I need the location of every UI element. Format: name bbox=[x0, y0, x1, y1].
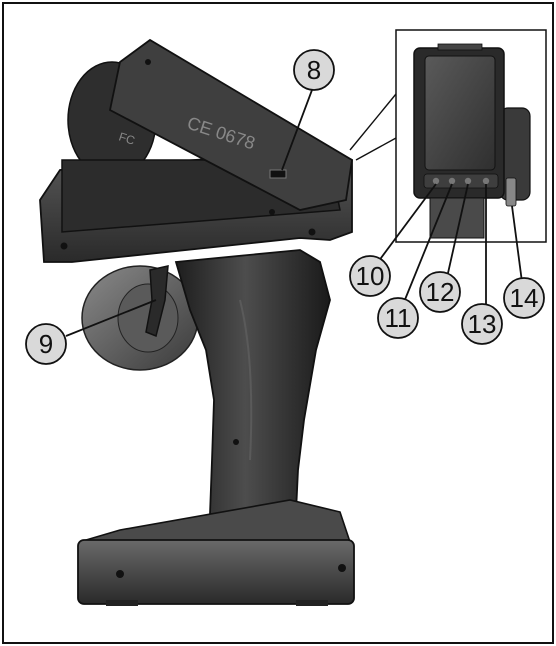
callout-label: 8 bbox=[307, 55, 321, 85]
grip-texture bbox=[239, 299, 253, 461]
callout-label: 14 bbox=[510, 283, 539, 313]
callout-13: 13 bbox=[461, 303, 503, 345]
key-button-10 bbox=[432, 177, 440, 185]
leader-10 bbox=[377, 183, 437, 263]
pistol-grip bbox=[174, 249, 331, 515]
side-switch-14 bbox=[505, 177, 517, 207]
base-screw bbox=[116, 570, 124, 578]
lid-screw bbox=[145, 59, 151, 65]
usb-port bbox=[269, 169, 287, 179]
button-row bbox=[423, 173, 499, 189]
base-foot bbox=[106, 600, 138, 606]
lcd-screen bbox=[424, 55, 496, 171]
lid-screw bbox=[269, 209, 275, 215]
base-block bbox=[77, 539, 355, 605]
leader-14 bbox=[511, 205, 523, 283]
callout-11: 11 bbox=[377, 297, 419, 339]
leader-lines bbox=[65, 89, 523, 337]
grip-screw bbox=[233, 439, 239, 445]
key-button-13 bbox=[482, 177, 490, 185]
callout-label: 10 bbox=[356, 261, 385, 291]
inset-connector bbox=[349, 93, 397, 151]
inset-top-tab bbox=[437, 43, 483, 51]
throttle-trigger bbox=[145, 265, 169, 338]
fc-marking: FC bbox=[117, 130, 137, 148]
callout-10: 10 bbox=[349, 255, 391, 297]
key-button-11 bbox=[448, 177, 456, 185]
callout-14: 14 bbox=[503, 277, 545, 319]
leader-8 bbox=[281, 89, 313, 171]
housing-screw bbox=[60, 242, 68, 250]
callout-label: 9 bbox=[39, 329, 53, 359]
base-foot bbox=[296, 600, 328, 606]
display-inset bbox=[349, 29, 547, 243]
callout-label: 13 bbox=[468, 309, 497, 339]
inset-connector bbox=[355, 137, 397, 161]
callout-label: 11 bbox=[385, 303, 412, 333]
transmitter-body: FC CE 0678 bbox=[39, 38, 355, 606]
base-screw bbox=[338, 564, 346, 572]
callout-8: 8 bbox=[293, 49, 335, 91]
callout-label: 12 bbox=[426, 277, 455, 307]
battery-lid: FC CE 0678 bbox=[61, 38, 353, 233]
callout-12: 12 bbox=[419, 271, 461, 313]
callouts: 8 9 10 11 12 13 14 bbox=[25, 49, 545, 365]
leader-11 bbox=[403, 183, 453, 303]
housing-screw bbox=[308, 228, 316, 236]
leader-12 bbox=[445, 183, 469, 283]
callout-9: 9 bbox=[25, 323, 67, 365]
leader-9 bbox=[65, 299, 157, 337]
key-button-12 bbox=[464, 177, 472, 185]
